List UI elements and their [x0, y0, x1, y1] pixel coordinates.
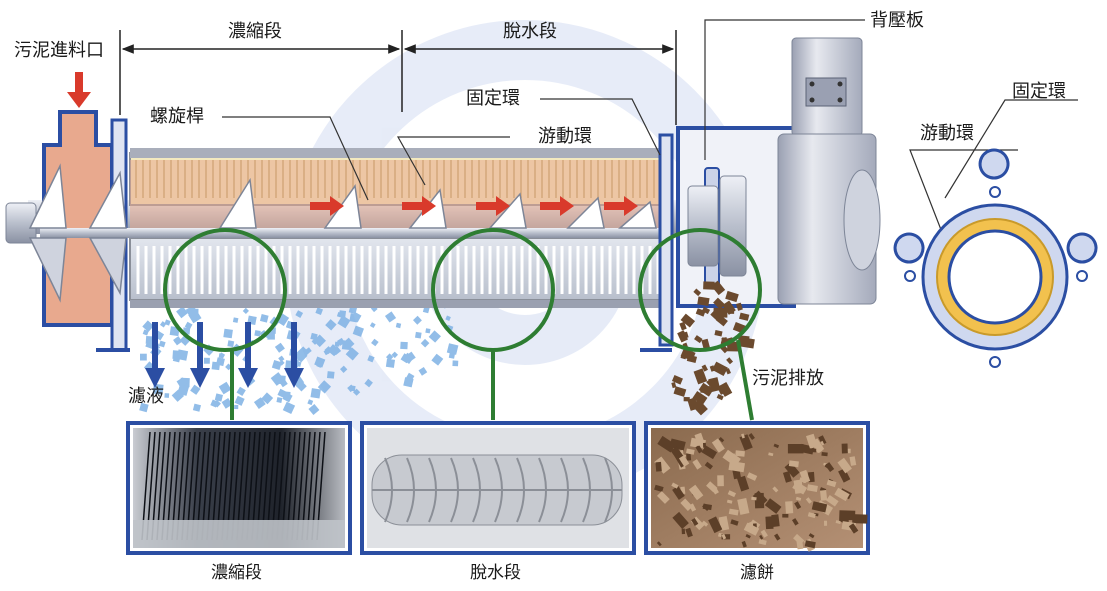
sludge-cake-falling	[671, 280, 755, 416]
inset-connectors	[163, 228, 762, 421]
flow-arrow-head	[560, 196, 574, 216]
screw-flight	[28, 237, 67, 303]
flow-arrow	[402, 202, 424, 210]
flow-arrow-head	[422, 196, 436, 216]
leader-lines	[222, 19, 1078, 241]
flow-arrow-head	[624, 196, 638, 216]
label-sludge-discharge: 污泥排放	[752, 368, 824, 389]
label-back-pressure-plate: 背壓板	[870, 10, 924, 31]
lower-filter-slats	[136, 246, 660, 294]
filtrate-arrow	[152, 322, 158, 370]
label-screw-shaft: 螺旋桿	[150, 106, 204, 127]
sludge-fill	[130, 160, 660, 228]
shaft-end-cap	[5, 202, 37, 244]
flow-arrow	[540, 202, 562, 210]
label-filtrate: 濾液	[128, 386, 164, 407]
filtrate-arrow	[291, 322, 297, 370]
filtrate-arrow-head	[238, 368, 258, 388]
label-ring-fixed-ring: 固定環	[1012, 81, 1066, 102]
flow-arrows	[310, 196, 638, 216]
screw-flight	[488, 192, 527, 229]
dimension-lines	[119, 30, 677, 125]
caption-thickening: 濃縮段	[211, 563, 262, 583]
inset-circle-cake	[638, 228, 762, 352]
caption-cake: 濾餅	[740, 563, 774, 583]
screw-flight	[218, 177, 257, 229]
flow-arrow	[604, 202, 626, 210]
screw-flight	[88, 237, 127, 296]
photo-inset-cake	[644, 421, 870, 555]
flow-arrow-head	[330, 196, 344, 216]
flow-arrow-head	[496, 196, 510, 216]
label-dewatering-zone: 脫水段	[503, 21, 557, 42]
label-thickening-zone: 濃縮段	[228, 21, 282, 42]
label-moving-ring: 游動環	[538, 126, 592, 147]
label-fixed-ring: 固定環	[466, 88, 520, 109]
flow-arrow	[310, 202, 332, 210]
drive-motor	[777, 37, 881, 305]
filtrate-arrow-head	[190, 368, 210, 388]
screw-flight	[617, 200, 657, 229]
screw-flight	[88, 170, 127, 229]
flow-arrow	[476, 202, 498, 210]
photo-inset-dewatering	[360, 421, 636, 555]
filtrate-arrow-head	[145, 368, 165, 388]
caption-dewatering: 脫水段	[470, 563, 521, 583]
ring-cross-section	[893, 148, 1098, 368]
inlet-arrow	[67, 72, 91, 108]
inset-circle-thickening	[163, 228, 287, 352]
label-ring-moving-ring: 游動環	[920, 123, 974, 144]
screw-shaft	[40, 228, 670, 238]
screw-flight	[28, 163, 67, 229]
filtrate-arrow-head	[284, 368, 304, 388]
label-sludge-inlet: 污泥進料口	[14, 40, 104, 61]
screw-flight	[566, 196, 605, 229]
photo-inset-thickening	[126, 421, 352, 555]
